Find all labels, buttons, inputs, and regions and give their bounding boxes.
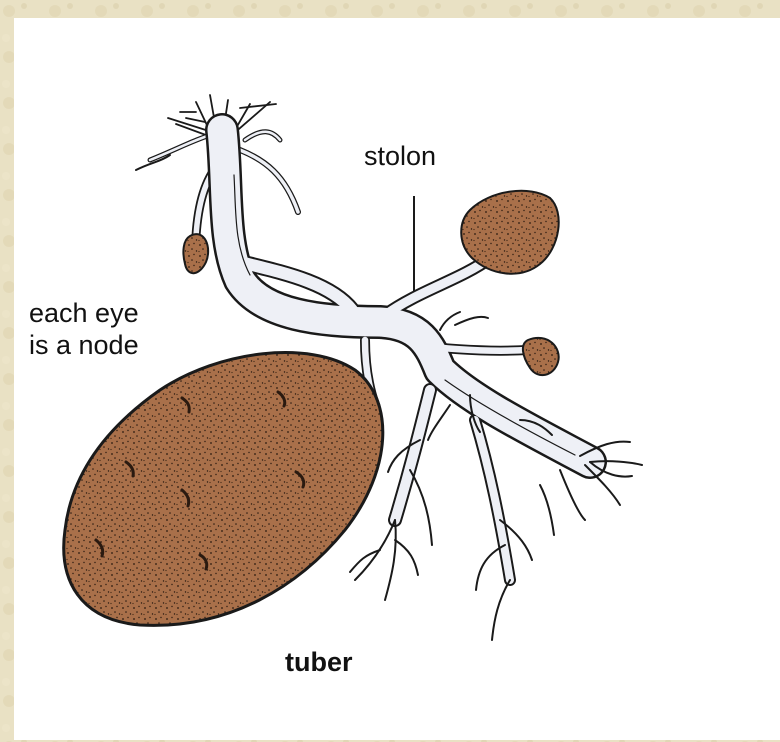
stolon-label: stolon [364, 141, 436, 173]
eye-node-label-line1: each eye [29, 298, 139, 330]
eye-node-label-line2: is a node [29, 330, 139, 362]
tuber-label: tuber [285, 647, 353, 679]
eye-node-label: each eye is a node [29, 298, 139, 362]
main-tuber [64, 353, 383, 626]
